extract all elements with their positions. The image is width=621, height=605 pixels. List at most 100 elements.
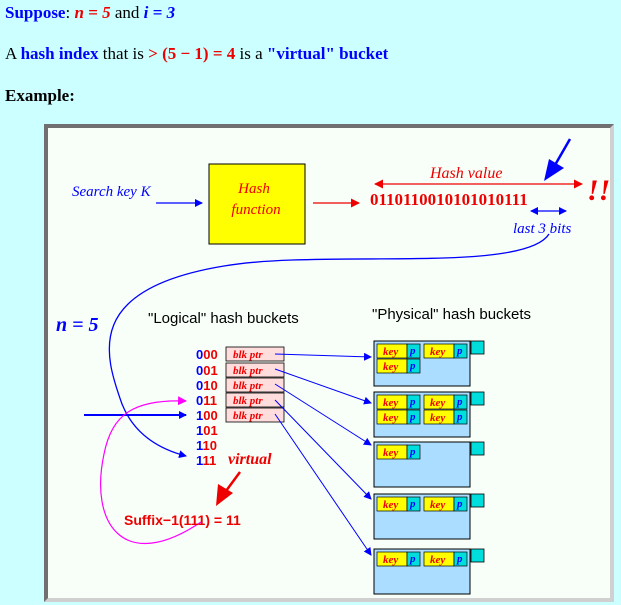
n-equals: n = 5 [74, 3, 111, 22]
overflow-pointer [470, 548, 485, 563]
record-pointer-label: p [456, 411, 463, 423]
virtual-bucket-term: "virtual" bucket [266, 44, 389, 63]
record-key-label: key [383, 499, 398, 511]
is-a-word: is a [235, 44, 267, 63]
suffix-formula: Suffix−1(111) = 11 [124, 512, 241, 528]
index-label-001: 001 [196, 363, 218, 378]
hash-function-label-2: function [231, 202, 280, 218]
index-label-110: 110 [196, 438, 217, 453]
hash-function-box [208, 163, 306, 245]
overflow-pointer [470, 441, 485, 456]
last-bits-label: last 3 bits [513, 221, 572, 237]
suppose-word: Suppose [5, 3, 66, 22]
index-label-000: 000 [196, 347, 218, 362]
index-label-111: 111 [196, 453, 216, 468]
diagram-frame: Search key K Hash function Hash value 01… [44, 124, 614, 602]
index-label-011: 011 [196, 393, 217, 408]
record-pointer-cell [453, 409, 468, 425]
pointer-arrow-head [544, 159, 564, 181]
record-pointer-cell [406, 496, 421, 512]
block-pointer-cell [225, 407, 285, 423]
block-pointer-label: blk ptr [233, 349, 263, 361]
bucket-pointer-arrows [274, 352, 372, 556]
hash-function-label-1: Hash [237, 181, 270, 197]
record-pointer-label: p [409, 553, 416, 565]
virtual-arrow-line [224, 471, 242, 492]
pointer-000 [274, 352, 372, 361]
exclamation-marks: !! [587, 174, 610, 207]
record-pointer-cell [453, 496, 468, 512]
virtual-label: virtual [228, 451, 272, 468]
record-pointer-cell [406, 444, 421, 460]
record-pointer-cell [406, 551, 421, 567]
overflow-pointer [470, 391, 485, 406]
block-pointer-cell [225, 362, 285, 378]
record-pointer-cell [453, 551, 468, 567]
record-pointer-label: p [409, 498, 416, 510]
record-pointer-label: p [409, 396, 416, 408]
search-key-label: Search key K [72, 184, 152, 200]
record-pointer-cell [406, 409, 421, 425]
record-pointer-cell [406, 394, 421, 410]
block-pointer-label: blk ptr [233, 365, 263, 377]
record-pointer-label: p [409, 360, 416, 372]
record-key-label: key [383, 554, 398, 566]
record-key-label: key [430, 554, 445, 566]
virtual-arrow-head [216, 484, 233, 506]
hash-value-bits: 0110110010101010111 [370, 190, 528, 209]
record-pointer-label: p [456, 396, 463, 408]
record-key-label: key [383, 397, 398, 409]
intro-line-hash-index: A hash index that is > (5 − 1) = 4 is a … [5, 44, 388, 64]
block-pointer-cell [225, 392, 285, 408]
record-pointer-label: p [409, 411, 416, 423]
condition-expression: > (5 − 1) = 4 [148, 44, 236, 63]
logical-buckets-title: "Logical" hash buckets [148, 310, 299, 327]
pointer-010 [274, 383, 372, 446]
block-pointer-label: blk ptr [233, 380, 263, 392]
record-pointer-cell [453, 343, 468, 359]
record-pointer-cell [453, 394, 468, 410]
block-pointer-label: blk ptr [233, 395, 263, 407]
index-label-100: 100 [196, 408, 218, 423]
record-key-label: key [383, 346, 398, 358]
record-pointer-cell [406, 358, 421, 374]
suffix-redirect-curve [100, 396, 202, 544]
pointer-011 [274, 399, 372, 500]
pointer-001 [274, 368, 372, 405]
hash-diagram: Search key K Hash function Hash value 01… [56, 138, 610, 595]
record-key-label: key [383, 447, 398, 459]
example-heading: Example: [5, 86, 75, 105]
that-is-word: that is [98, 44, 149, 63]
overflow-pointer [470, 340, 485, 355]
record-pointer-label: p [456, 498, 463, 510]
record-key-label: key [430, 346, 445, 358]
block-pointer-cell [225, 377, 285, 393]
and-word: and [110, 3, 144, 22]
overflow-pointer [470, 493, 485, 508]
record-pointer-label: p [456, 553, 463, 565]
a-word: A [5, 44, 21, 63]
record-pointer-label: p [456, 345, 463, 357]
record-pointer-label: p [409, 446, 416, 458]
n-label: n = 5 [56, 314, 99, 336]
i-equals: i = 3 [143, 3, 176, 22]
logical-bucket-table: 000 blk ptr 001 blk ptr 010 blk ptr 011 blk ptr… [196, 346, 285, 468]
record-pointer-cell [406, 343, 421, 359]
last-bits-to-index-curve [108, 233, 550, 459]
index-label-010: 010 [196, 378, 218, 393]
suppose-colon: : [65, 3, 75, 22]
record-key-label: key [383, 412, 398, 424]
hash-value-label: Hash value [429, 165, 502, 182]
pointer-100 [274, 413, 372, 556]
record-pointer-label: p [409, 345, 416, 357]
record-key-label: key [430, 499, 445, 511]
physical-buckets-title: "Physical" hash buckets [372, 306, 531, 323]
index-label-101: 101 [196, 423, 218, 438]
hash-index-term: hash index [20, 44, 99, 63]
block-pointer-label: blk ptr [233, 410, 263, 422]
